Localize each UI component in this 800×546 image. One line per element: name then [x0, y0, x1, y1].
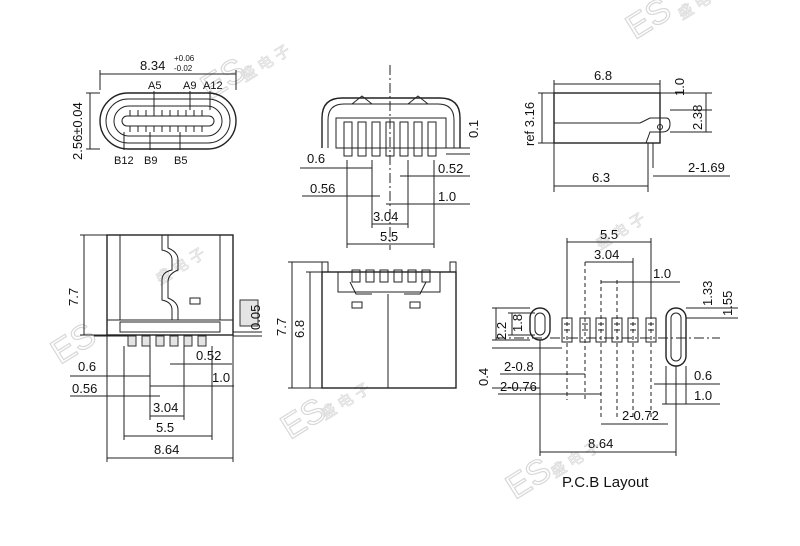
pcb-dim-1.55: 1.55 [720, 291, 735, 316]
pcb-dim-2-0.76: 2-0.76 [500, 379, 537, 394]
rear-dim-0.6: 0.6 [307, 151, 325, 166]
side-body [553, 92, 661, 144]
bottom-dim-7.7: 7.7 [274, 318, 289, 336]
bottom-view: 7.7 6.8 [274, 261, 457, 389]
pcb-dim-2-0.8: 2-0.8 [504, 359, 534, 374]
pin-label-b5: B5 [174, 155, 187, 167]
rear-pins [343, 121, 437, 157]
side-dim-6.3: 6.3 [592, 170, 610, 185]
pcb-dim-0.4: 0.4 [476, 368, 491, 386]
front-view: 8.34 +0.06 -0.02 2.56±0.04 A5 A9 A12 B12… [70, 54, 237, 167]
pcb-dim-3.04: 3.04 [594, 247, 619, 262]
top-dim-0.56: 0.56 [72, 381, 97, 396]
pcb-dim-1.8: 1.8 [510, 314, 525, 332]
rear-shell-outline [321, 97, 461, 148]
pin-label-a9: A9 [183, 80, 196, 92]
rear-dim-0.1: 0.1 [466, 120, 481, 138]
side-tab [639, 117, 671, 144]
top-pins [127, 335, 207, 347]
watermark-chars-4: 盛 电 子 [318, 379, 374, 423]
pcb-dim-1.0: 1.0 [653, 266, 671, 281]
pin-label-a12: A12 [203, 80, 223, 92]
rear-dim-0.56: 0.56 [310, 181, 335, 196]
front-outer-shell [99, 92, 237, 150]
side-dim-2-1.69: 2-1.69 [688, 160, 725, 175]
pin-label-b9: B9 [144, 155, 157, 167]
top-view: 7.7 0.05 0.6 0.52 0.56 1.0 3.04 5.5 8.64 [66, 234, 263, 462]
pcb-dim-5.5: 5.5 [600, 227, 618, 242]
pcb-dim-0.6: 0.6 [694, 368, 712, 383]
pin-label-b12: B12 [114, 155, 134, 167]
pcb-dim-2-0.72: 2-0.72 [622, 408, 659, 423]
front-inner-shell [105, 98, 231, 144]
pcb-dim-8.64: 8.64 [588, 436, 613, 451]
top-dim-3.04: 3.04 [153, 400, 178, 415]
side-dim-6.8: 6.8 [594, 68, 612, 83]
front-contacts [129, 110, 203, 132]
rear-body [335, 117, 447, 149]
top-dim-0.52: 0.52 [196, 348, 221, 363]
top-dim-0.6: 0.6 [78, 359, 96, 374]
front-cavity [113, 105, 223, 137]
pcb-pad-marks [564, 323, 654, 331]
top-dim-5.5: 5.5 [156, 420, 174, 435]
top-dim-8.64: 8.64 [154, 442, 179, 457]
pcb-layout-caption: P.C.B Layout [562, 474, 649, 491]
front-width-label: 8.34 [140, 58, 165, 73]
rear-view: 0.1 0.6 0.52 0.56 1.0 3.04 5.5 [300, 65, 481, 250]
bottom-body [321, 271, 457, 389]
pcb-dim-2.2: 2.2 [494, 322, 509, 340]
side-dim-2.38: 2.38 [690, 105, 705, 130]
side-dim-ref-3.16: ref 3.16 [522, 102, 537, 146]
watermark-chars-1: 盛 电 子 [675, 0, 731, 23]
top-body [106, 234, 234, 336]
top-dim-7.7: 7.7 [66, 288, 81, 306]
bottom-dim-6.8: 6.8 [292, 320, 307, 338]
top-dim-0.05: 0.05 [248, 305, 263, 330]
watermark-brand-1: ES [619, 0, 678, 47]
watermark-chars-2: 盛 电 子 [238, 41, 294, 85]
watermark-group: ES 盛 电 子 ES 盛 电 子 ES ES 盛 电 子 ES 盛 电 子 盛… [44, 0, 731, 507]
watermark-chars-6: 盛 电 子 [153, 244, 209, 288]
rear-dim-3.04: 3.04 [373, 209, 398, 224]
side-dim-1.0: 1.0 [672, 78, 687, 96]
front-tongue [121, 115, 215, 127]
front-tol-plus: +0.06 [174, 54, 195, 63]
watermark-brand-5: ES [499, 451, 558, 507]
pin-label-a5: A5 [148, 80, 161, 92]
pcb-slot-right [665, 307, 687, 367]
top-dim-1.0: 1.0 [212, 370, 230, 385]
side-view: 6.8 1.0 ref 3.16 2.38 6.3 2-1.69 [522, 68, 730, 192]
front-tol-minus: -0.02 [174, 64, 193, 73]
rear-dim-1.0: 1.0 [438, 189, 456, 204]
front-height-label: 2.56±0.04 [70, 102, 85, 160]
pcb-layout: 5.5 3.04 1.0 1.33 1.55 2.2 1.8 2-0.8 0.4… [476, 227, 738, 491]
pcb-dim-1.33: 1.33 [700, 281, 715, 306]
rear-dim-0.52: 0.52 [438, 161, 463, 176]
pcb-dim-1.0-slot: 1.0 [694, 388, 712, 403]
bottom-pins [351, 269, 431, 283]
rear-dim-5.5: 5.5 [380, 229, 398, 244]
